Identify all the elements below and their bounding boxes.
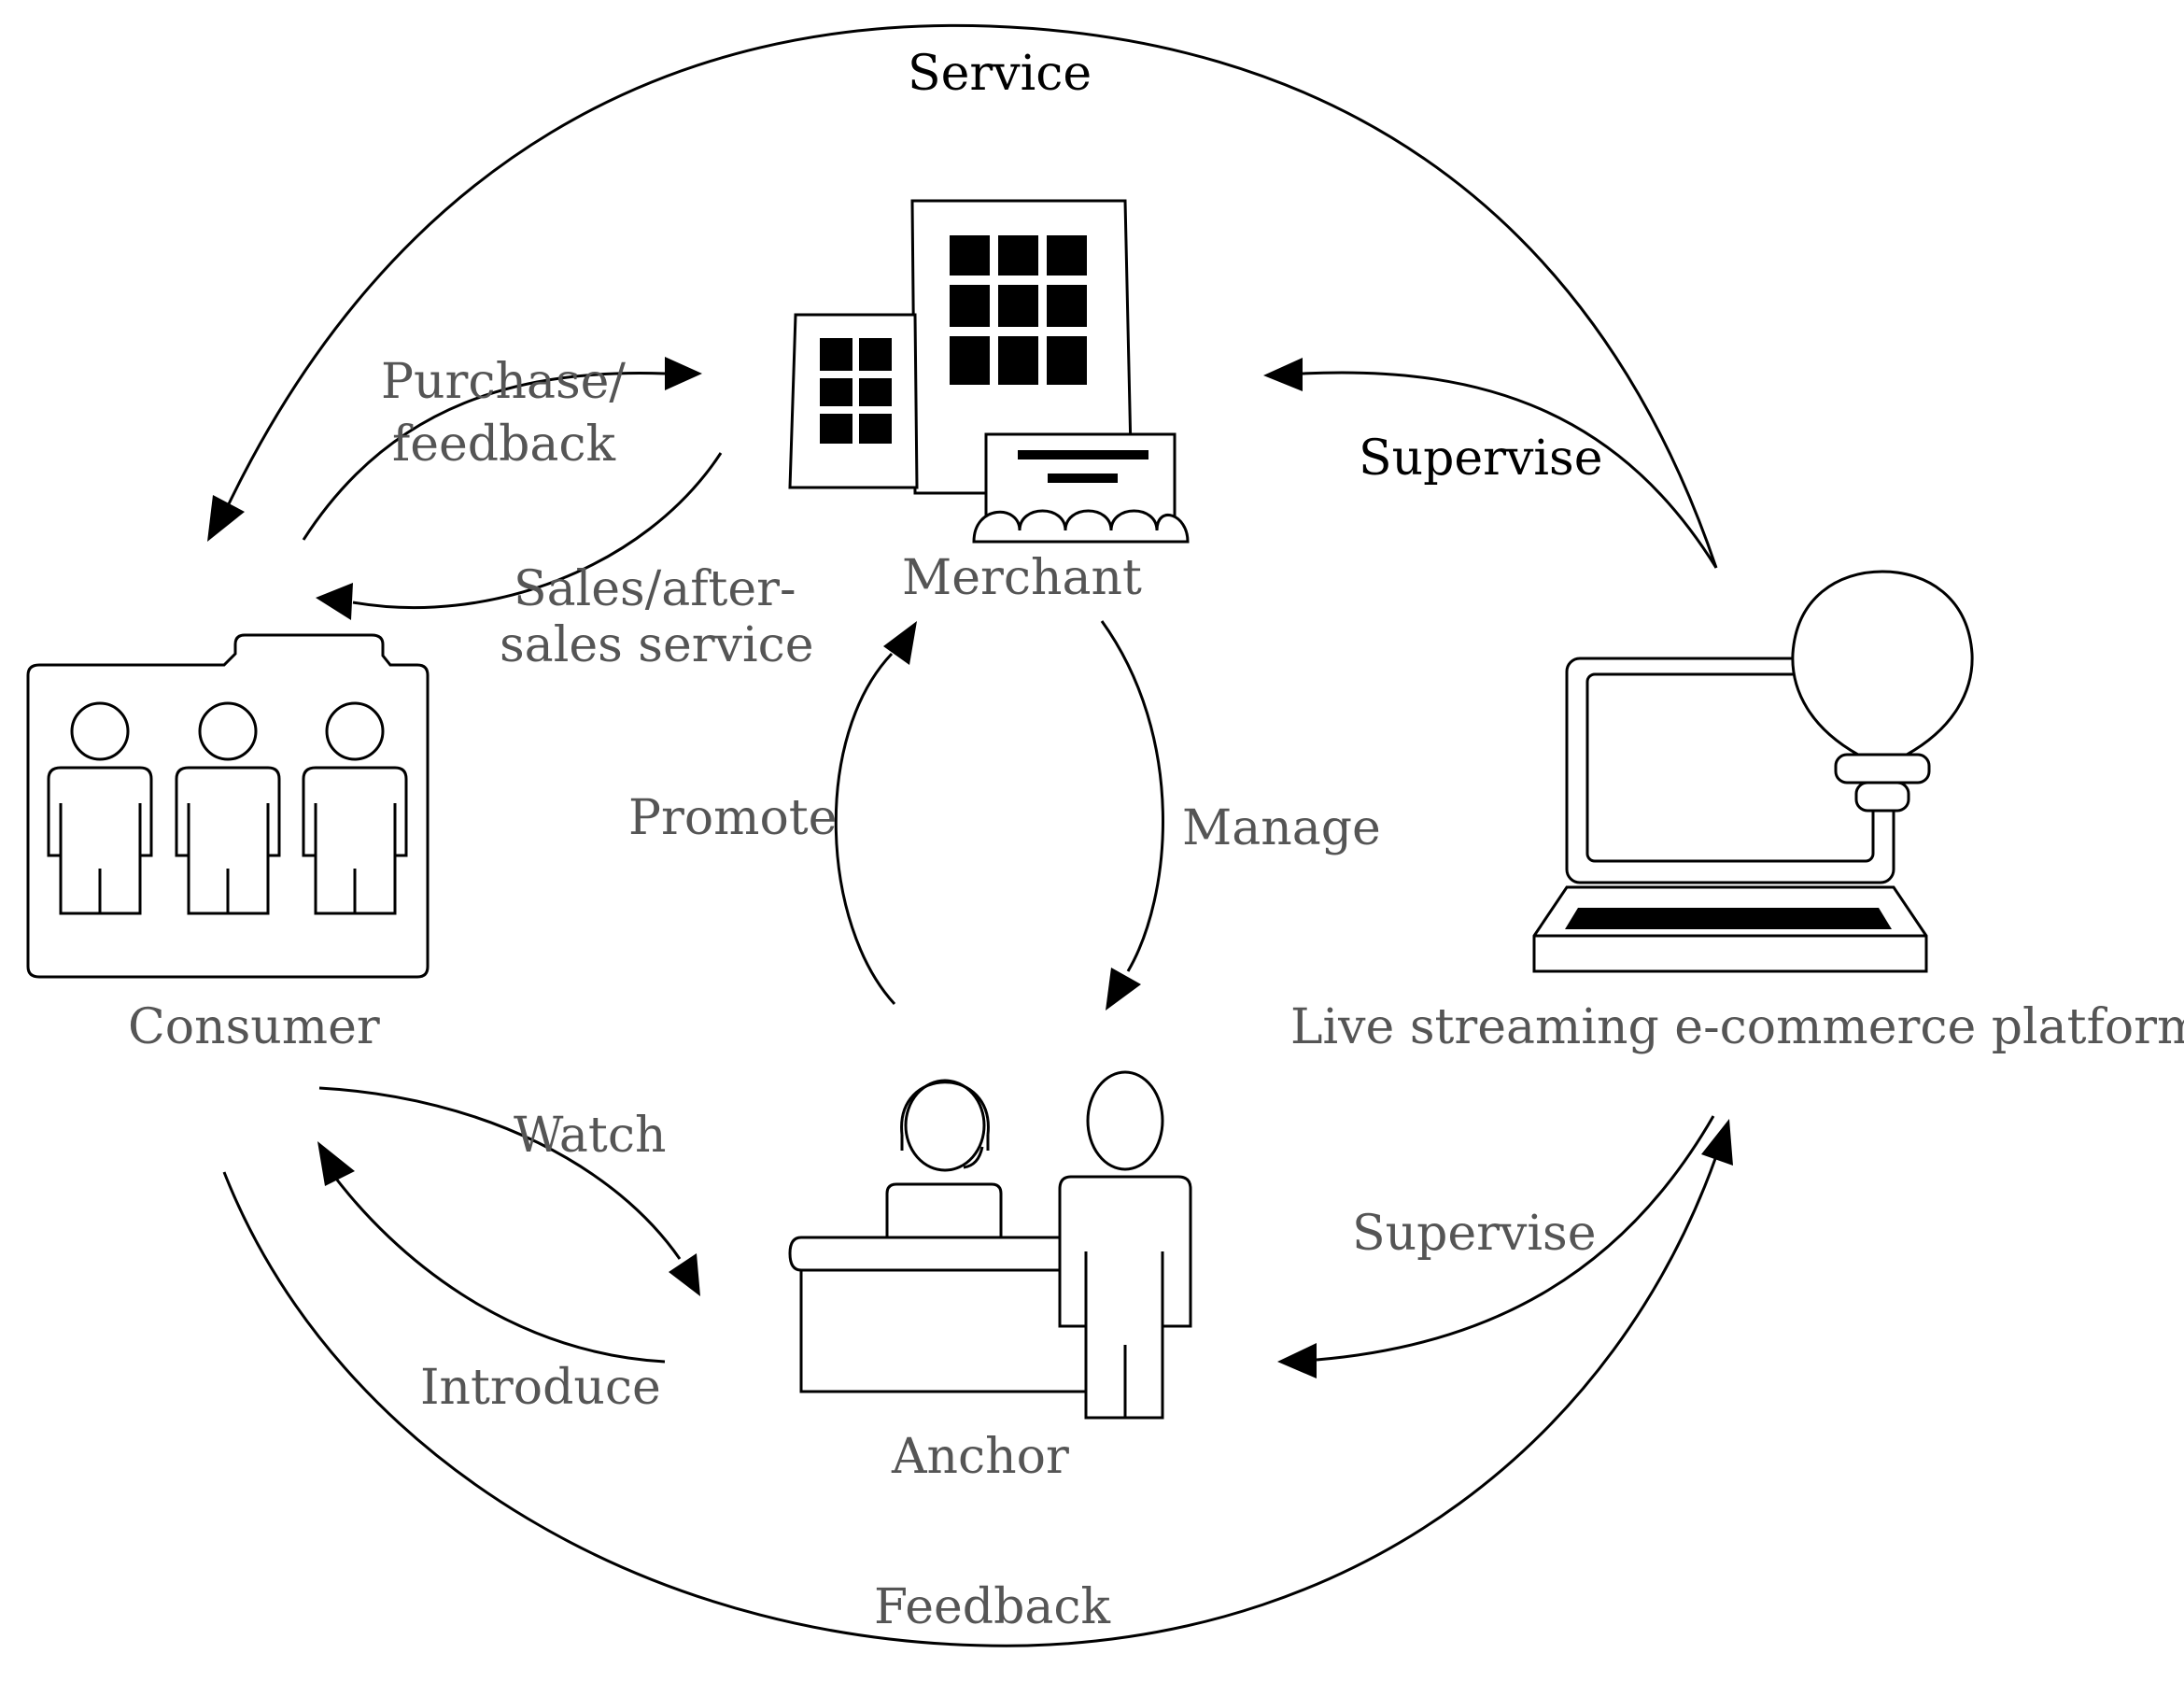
label-merchant: Merchant <box>902 550 1142 606</box>
label-sales-line2: sales service <box>500 617 814 673</box>
label-anchor: Anchor <box>891 1429 1069 1485</box>
supervise-merchant-arrow <box>1263 358 1718 569</box>
anchor-studio-icon <box>788 1070 1192 1420</box>
sales-service-arrow <box>316 452 723 620</box>
label-promote: Promote <box>628 790 837 846</box>
purchase-feedback-arrow <box>302 357 702 541</box>
promote-arrow <box>834 621 917 1006</box>
label-purchase-line2: feedback <box>392 417 615 473</box>
supervise-anchor-arrow <box>1277 1115 1715 1378</box>
label-service: Service <box>908 46 1092 102</box>
label-manage: Manage <box>1182 800 1381 856</box>
label-feedback: Feedback <box>874 1579 1110 1635</box>
feedback-arrow <box>222 1119 1733 1647</box>
introduce-arrow <box>317 1141 666 1364</box>
watch-arrow <box>318 1086 700 1296</box>
label-platform: Live streaming e-commerce platform <box>1290 999 2184 1055</box>
laptop-lightbulb-icon <box>1532 570 1974 973</box>
label-consumer: Consumer <box>128 999 380 1055</box>
label-sales-line1: Sales/after- <box>514 561 796 617</box>
label-supervise-bottom: Supervise <box>1352 1206 1597 1262</box>
consumer-group-icon <box>26 633 430 979</box>
manage-arrow <box>1100 620 1164 1011</box>
label-watch: Watch <box>514 1108 666 1164</box>
label-purchase-line1: Purchase/ <box>381 354 626 410</box>
label-introduce: Introduce <box>420 1360 661 1416</box>
service-arrow <box>207 23 1718 569</box>
merchant-building-icon <box>788 199 1190 544</box>
label-supervise-top: Supervise <box>1359 431 1603 487</box>
